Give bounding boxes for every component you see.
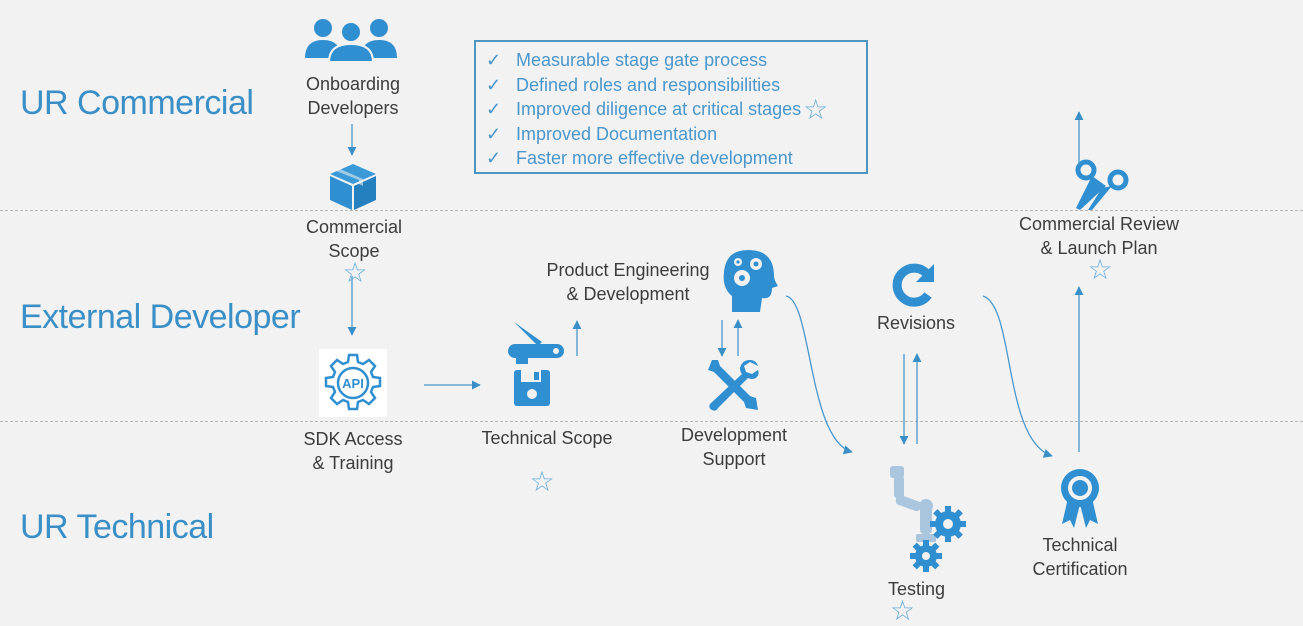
label-commercial-scope: Commercial Scope☆ [294,215,414,288]
lane-title-technical: UR Technical [20,508,214,546]
wrench-screwdriver-icon [708,360,759,411]
benefit-item: ✓Measurable stage gate process [486,48,866,73]
label-technical-certification: Technical Certification [1032,535,1128,579]
flow-connectors [347,111,1084,458]
people-group-icon [305,19,397,62]
check-icon: ✓ [486,99,502,119]
scissors-icon [1075,159,1129,210]
label-technical-scope: Technical Scope☆ [462,426,632,496]
lane-divider-bottom [0,421,1303,422]
curve-revisions-to-cert [982,295,1053,458]
lane-title-commercial: UR Commercial [20,84,254,122]
knife-disk-icon [508,322,564,406]
robot-gears-icon [890,466,966,572]
benefit-item: ✓Faster more effective development [486,146,866,171]
benefit-item: ✓Defined roles and responsibilities [486,73,866,98]
star-icon: ☆ [529,466,555,497]
star-icon: ☆ [803,94,829,125]
api-badge-text: API [342,376,364,391]
lane-divider-top [0,210,1303,211]
award-ribbon-icon [1061,469,1099,528]
label-commercial-review: Commercial Review & Launch Plan☆ [1006,212,1192,285]
label-sdk-access: SDK Access & Training [303,429,403,473]
head-gears-icon [723,250,778,312]
lane-title-external: External Developer [20,298,301,336]
label-revisions: Revisions [876,313,956,333]
benefit-item: ✓Improved Documentation [486,122,866,147]
package-box-icon [330,164,376,210]
benefits-box: ✓Measurable stage gate process ✓Defined … [474,40,868,174]
star-icon: ☆ [890,595,916,626]
revisions-cycle-icon [892,263,934,307]
check-icon: ✓ [486,123,502,144]
label-onboarding: Onboarding Developers [305,74,401,118]
check-icon: ✓ [486,50,502,70]
star-icon: ☆ [342,257,368,288]
curve-eng-to-testing [785,295,853,455]
label-testing: Testing☆ [872,577,1008,626]
api-gear-icon: API [319,349,387,417]
label-product-engineering: Product Engineering & Development [546,260,710,304]
check-icon: ✓ [486,148,502,168]
label-development-support: Development Support [680,425,788,469]
star-icon: ☆ [1087,254,1113,285]
benefit-item: ✓Improved diligence at critical stages☆ [486,94,829,125]
check-icon: ✓ [486,74,502,95]
